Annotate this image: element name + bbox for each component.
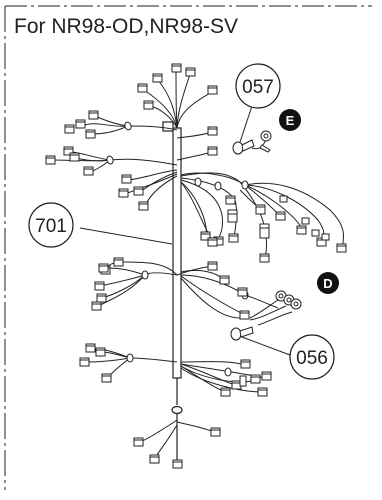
connector (133, 186, 144, 196)
trunk-sleeve (172, 127, 182, 379)
connector (259, 223, 270, 239)
connector (98, 263, 109, 273)
connector (101, 373, 112, 383)
trunk-ring (171, 405, 183, 415)
connector (85, 129, 96, 139)
screw-057 (232, 139, 255, 155)
connector (255, 204, 266, 215)
connector (261, 371, 272, 381)
connector (321, 233, 330, 241)
connector (85, 343, 96, 353)
page-title: For NR98-OD,NR98-SV (14, 15, 239, 38)
connector (143, 100, 154, 110)
connector (138, 201, 149, 211)
leader-056 (241, 336, 291, 356)
connector (228, 233, 239, 243)
connector (275, 211, 286, 221)
ground-hardware (230, 130, 302, 341)
connector (133, 437, 144, 447)
connector (63, 146, 74, 156)
connector (75, 119, 86, 129)
callout-701-label: 701 (35, 216, 67, 237)
terminal-lower (249, 290, 302, 326)
connector (95, 347, 106, 357)
connector (257, 387, 268, 397)
callout-057: 057 (235, 63, 281, 109)
connector (88, 110, 99, 120)
connector (301, 217, 310, 225)
connector (237, 287, 248, 297)
leader-701 (79, 227, 173, 245)
connector (207, 85, 218, 95)
connector (118, 188, 129, 198)
terminal-upper (251, 130, 272, 153)
connector (219, 275, 230, 285)
trunk-clip (162, 121, 174, 132)
connector (220, 387, 231, 397)
connector (207, 261, 218, 271)
connector (172, 459, 183, 469)
frame (4, 5, 372, 490)
leader-lines (79, 105, 291, 356)
connector (96, 293, 107, 303)
connector (83, 166, 94, 176)
harness-connectors (45, 63, 347, 469)
connector (210, 427, 221, 437)
connector (336, 243, 347, 253)
connector (185, 67, 196, 77)
connector (207, 237, 218, 247)
connector (207, 126, 218, 136)
connector (121, 174, 132, 184)
screw-056 (230, 326, 254, 341)
callout-057-label: 057 (242, 77, 274, 98)
badge-d-label: D (323, 276, 332, 291)
connector (296, 225, 307, 235)
connector (240, 359, 251, 369)
connector (227, 209, 238, 223)
callout-056-label: 056 (296, 348, 328, 369)
connector (64, 124, 75, 134)
connector (113, 257, 124, 267)
leader-057 (239, 105, 253, 143)
connector (225, 195, 236, 205)
connector (79, 357, 90, 367)
connector (311, 229, 320, 237)
connector (94, 281, 105, 291)
connector (239, 310, 250, 320)
connector (250, 374, 261, 384)
connector (152, 73, 163, 83)
connector (171, 63, 182, 73)
connector (279, 195, 288, 203)
badge-e: E (279, 109, 301, 131)
connector (239, 375, 247, 387)
callout-701: 701 (28, 202, 74, 248)
badge-e-label: E (286, 113, 295, 128)
connector (45, 155, 56, 165)
connector (259, 253, 270, 263)
callout-056: 056 (289, 334, 335, 380)
connector (137, 83, 148, 93)
harness-branches (51, 69, 344, 459)
connector (149, 454, 160, 464)
connector (91, 301, 102, 311)
connector (200, 231, 211, 241)
connector (69, 152, 80, 162)
harness-trunk (162, 121, 183, 462)
connector (207, 146, 218, 156)
badge-d: D (317, 272, 339, 294)
